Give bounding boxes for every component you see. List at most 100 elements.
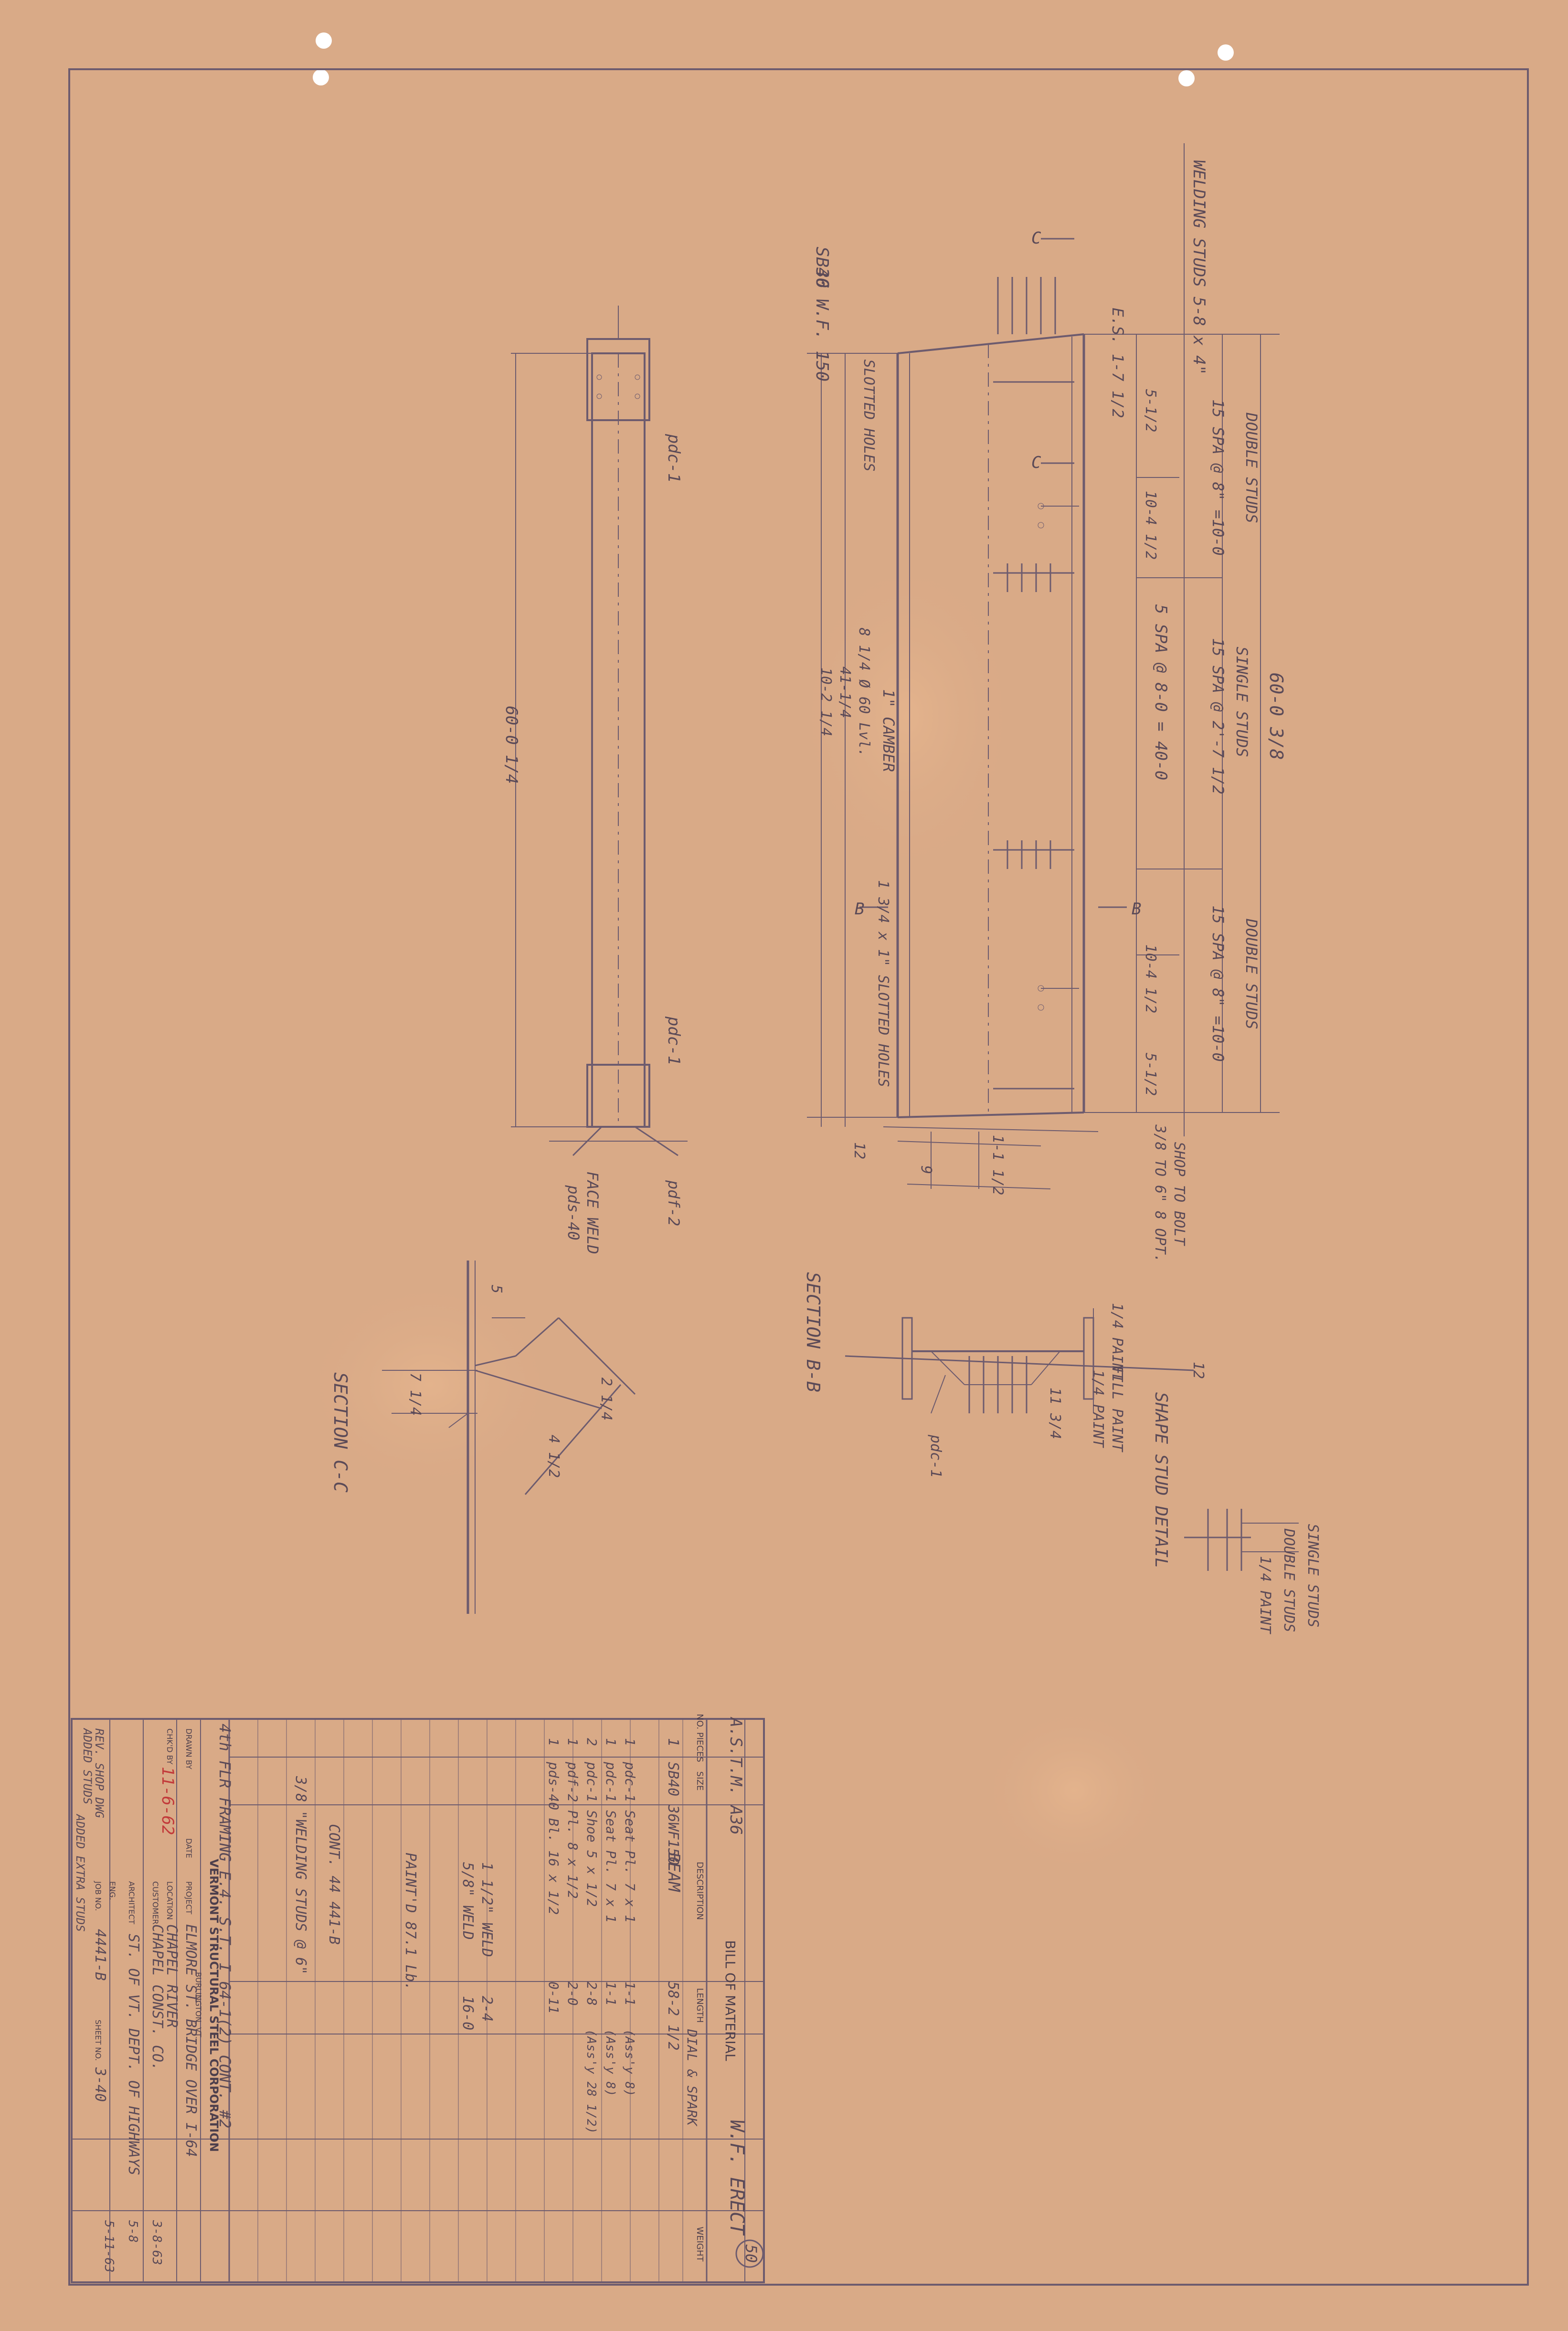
left-weld-note-2: FACE WELD xyxy=(583,1171,602,1254)
row-length: 0-11 xyxy=(546,1981,562,2013)
left-bottom-2: 8 1/4 Ø 60 Lvl. xyxy=(856,628,872,757)
left-mark-bottom: pdc-1 xyxy=(664,1016,683,1065)
stud-spacing-right: 15 SPA @ 8" =10-0 xyxy=(1209,905,1227,1062)
section-bb-pdc: pdc-1 xyxy=(927,1434,944,1478)
row-note: (Ass'y 8) xyxy=(622,2029,636,2097)
table-row: 2 pdc-1 Shoe 5 x 1/2 2-8 (Ass'y 28 1/2) xyxy=(584,1738,600,2134)
cc-dim-1: 7 1/4 xyxy=(407,1373,424,1416)
bom-col-weight: WEIGHT xyxy=(695,2227,705,2262)
table-row: 1 pds-40 Bl. 16 x 1/2 0-11 xyxy=(546,1738,562,2013)
table-row: 1 SB40 36WF150 BEAM 58-2 1/2 DIAL & SPAR… xyxy=(664,1738,700,2127)
label-project: PROJECT xyxy=(184,1881,193,1914)
left-plate-mark: pdf-2 xyxy=(665,1180,683,1226)
beam-elevation xyxy=(807,143,1280,1189)
label-eng: ENG. xyxy=(108,1881,117,1900)
sheet-mark-circle xyxy=(735,2239,764,2268)
section-mark-c-top: C xyxy=(1031,229,1041,248)
row-qty: 1 xyxy=(665,1738,681,1747)
row-qty: 1 xyxy=(565,1738,581,1746)
section-mark-c-bottom: C xyxy=(1031,453,1041,472)
customer-value: CHAPEL CONST. CO. xyxy=(149,1924,166,2071)
dim-right-1: 5-1/2 xyxy=(1142,389,1159,432)
bom-col-size: SIZE xyxy=(695,1771,705,1791)
bom-note-weld-1: 1 1/2" WELD xyxy=(478,1862,495,1957)
sheet-mark: 50 xyxy=(742,2245,760,2263)
left-bottom-1: 41-1/4 xyxy=(837,667,853,718)
company-name: VERMONT STRUCTURAL STEEL CORPORATION xyxy=(207,1859,221,2152)
row-size: pds-40 Bl. 16 x 1/2 xyxy=(546,1761,562,1915)
label-checked-by: CHK'D BY xyxy=(165,1728,174,1765)
bottom-dim-2: 9 xyxy=(918,1166,934,1174)
row-length: 58-2 1/2 xyxy=(665,1981,681,2051)
job-no-value: 4441-B xyxy=(92,1929,108,1981)
label-customer: CUSTOMER xyxy=(151,1881,160,1924)
left-slot-note: SLOTTED HOLES xyxy=(860,360,877,472)
beam-mark: SB40 xyxy=(812,247,832,288)
revision-note-1: REV. SHOP DWG xyxy=(93,1728,106,1818)
left-overall-dimension: 60-0 1/4 xyxy=(502,706,521,784)
row-length: 1-1 xyxy=(622,1981,638,2006)
section-cc-detail xyxy=(382,1261,636,1614)
label-sheet-no: SHEET NO. xyxy=(94,2020,103,2061)
left-bottom-3: 10-2 1/4 xyxy=(817,668,834,737)
row-qty: 1 xyxy=(603,1738,619,1746)
label-architect: ARCHITECT xyxy=(127,1881,136,1924)
revision-date-3: 5-11-63 xyxy=(102,2220,116,2273)
end-setback: E.S. 1-7 1/2 xyxy=(1109,307,1127,418)
row-qty: 1 xyxy=(622,1738,638,1746)
left-weld-note: pds-40 xyxy=(564,1185,583,1240)
section-mark-b-left: B xyxy=(855,900,864,919)
shape-stud-detail-label: SHAPE STUD DETAIL xyxy=(1151,1392,1171,1568)
punch-hole xyxy=(316,32,332,49)
stud-note-3: 1/4 PAINT xyxy=(1257,1556,1273,1634)
dim-right-2: 10-4 1/2 xyxy=(1142,491,1159,560)
bom-note-weld-2-length: 16-0 xyxy=(459,1996,476,2030)
project-name: ELMORE ST. BRIDGE OVER I-64 xyxy=(182,1924,199,2157)
stud-note-2: DOUBLE STUDS xyxy=(1281,1528,1297,1632)
dim-right-3: 10-4 1/2 xyxy=(1142,944,1159,1014)
row-desc: BEAM xyxy=(664,1853,683,1892)
bom-heading: BILL OF MATERIAL xyxy=(722,1940,738,2061)
table-row: 1 pdc-1 Seat Pl. 7 x 1 1-1 (Ass'y 8) xyxy=(622,1738,638,2097)
section-bb-label: SECTION B-B xyxy=(803,1272,824,1392)
single-studs-label: SINGLE STUDS xyxy=(1233,646,1251,757)
row-length: 2-8 xyxy=(584,1981,600,2006)
left-elevation-view xyxy=(511,306,688,1156)
stud-note-5: FILL PAINT xyxy=(1109,1366,1125,1453)
bom-col-pieces: NO. PIECES xyxy=(695,1714,705,1762)
row-length: 1-1 xyxy=(603,1981,619,2006)
bom-rows: 1 SB40 36WF150 BEAM 58-2 1/2 DIAL & SPAR… xyxy=(546,1738,700,2134)
bom-erection: W.F. ERECT xyxy=(726,2120,748,2236)
double-studs-left-label: DOUBLE STUDS xyxy=(1242,412,1261,523)
member-label: 36 W.F. 150 xyxy=(812,267,832,381)
left-mark-top: pdc-1 xyxy=(664,434,683,483)
company-location: BURLINGTON, VT. xyxy=(194,1972,203,2039)
cc-dim-2: 5 xyxy=(488,1285,505,1293)
bottom-dim-3: 1-1 1/2 xyxy=(989,1135,1006,1195)
row-note: (Ass'y 8) xyxy=(603,2029,617,2097)
table-row: 1 pdf-2 Pl. 8 x 1/2 2-0 xyxy=(565,1738,581,2006)
bb-dim-1: 12 xyxy=(1190,1362,1207,1379)
section-mark-b-right: B xyxy=(1132,900,1141,919)
camber-note: 1" CAMBER xyxy=(879,689,898,772)
stud-note-4: 1/4 PAINT xyxy=(1090,1370,1106,1448)
revision-note-2: ADDED STUDS xyxy=(81,1727,94,1804)
bom-note-weld-2: 5/8" WELD xyxy=(459,1862,476,1940)
double-studs-right-label: DOUBLE STUDS xyxy=(1242,918,1261,1029)
row-length: 2-0 xyxy=(565,1981,581,2006)
shop-note: 3/8 TO 6" 8 OPT. xyxy=(1152,1124,1168,1263)
overall-top-dimension: 60-0 3/8 xyxy=(1266,672,1287,760)
job-title: 4th FLR FRAMING E.4. S.T. I 64-1(2) CONT… xyxy=(216,1724,234,2129)
sheet-no-value: 3-40 xyxy=(92,2067,108,2102)
bom-note-contract: CONT. 44 441-B xyxy=(326,1824,342,1945)
dim-right-4: 5-1/2 xyxy=(1142,1053,1159,1096)
location-value: CHAPEL RIVER xyxy=(163,1924,180,2028)
shop-ref: SHOP TO BOLT xyxy=(1171,1142,1187,1247)
architect-value: ST. OF VT. DEPT. OF HIGHWAYS xyxy=(125,1934,142,2175)
revision-note-3: ADDED EXTRA STUDS xyxy=(74,1813,87,1932)
label-date: DATE xyxy=(184,1838,193,1858)
span-dimension: 5 SPA @ 8-0 = 40-0 xyxy=(1151,604,1170,780)
row-qty: 1 xyxy=(546,1738,562,1746)
paper-stain xyxy=(969,1695,1179,1886)
